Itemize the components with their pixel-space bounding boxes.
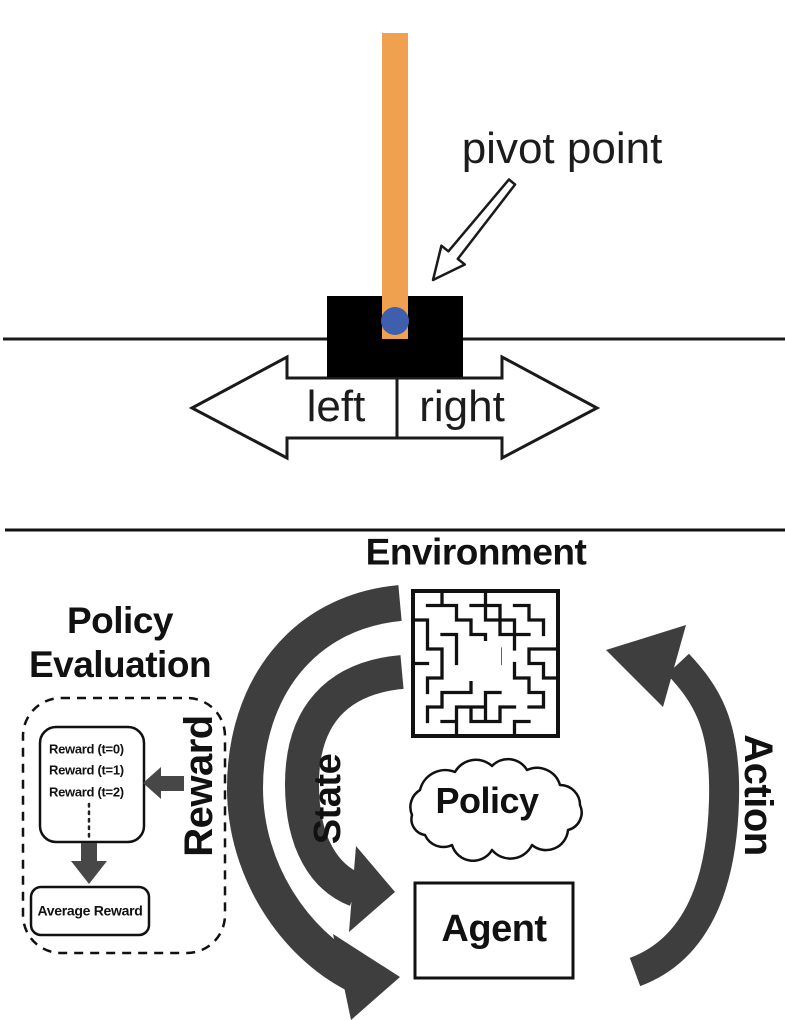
policy-evaluation-title: Policy Evaluation	[28, 599, 212, 687]
state-arc	[284, 655, 405, 906]
policy-evaluation-line1: Policy	[66, 600, 174, 641]
pivot-annotation-arrow-icon	[431, 178, 517, 282]
policy-evaluation-dashed-box	[21, 696, 227, 955]
left-label: left	[306, 381, 366, 431]
average-reward-box	[29, 885, 151, 937]
pivot-point-label: pivot point	[461, 123, 663, 173]
reward-arc-arrowhead-icon	[333, 934, 400, 1020]
action-arc-arrowhead-icon	[606, 625, 686, 707]
right-label: right	[419, 381, 505, 431]
action-axis-label: Action	[736, 734, 780, 856]
reward-t2-label: Reward (t=2)	[49, 784, 124, 800]
left-right-arrow-icon	[188, 354, 601, 461]
state-axis-label: State	[307, 753, 350, 845]
reward-t0-label: Reward (t=0)	[49, 741, 124, 757]
reward-left-arrow-icon	[143, 767, 184, 799]
agent-box	[413, 881, 575, 980]
pivot-point-dot	[381, 307, 409, 335]
maze-image	[411, 589, 560, 738]
environment-label: Environment	[365, 531, 587, 573]
policy-cloud	[409, 757, 583, 862]
agent-label: Agent	[441, 908, 547, 951]
down-arrow-icon	[71, 843, 107, 884]
action-arc	[629, 653, 740, 987]
policy-evaluation-line2: Evaluation	[28, 644, 212, 685]
pole	[382, 33, 408, 339]
reward-arc	[226, 585, 403, 990]
reward-t1-label: Reward (t=1)	[49, 762, 124, 778]
state-arc-arrowhead-icon	[349, 846, 395, 932]
policy-cloud-label: Policy	[435, 780, 539, 822]
average-reward-label: Average Reward	[37, 902, 143, 919]
reward-list-box	[38, 725, 146, 844]
reward-axis-label: Reward	[177, 715, 221, 857]
